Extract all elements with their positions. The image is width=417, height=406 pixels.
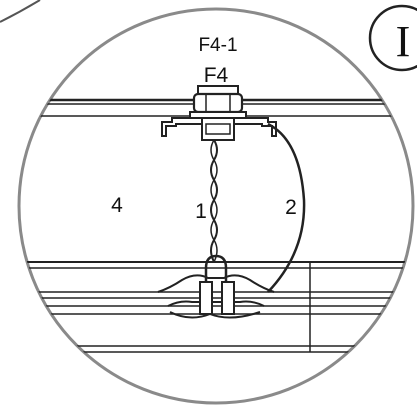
detail-marker: I xyxy=(368,4,417,72)
lower-clamp-left-post xyxy=(199,281,213,315)
label-f4-1: F4-1 xyxy=(198,35,237,56)
fastener-assembly xyxy=(189,85,247,141)
section-geometry xyxy=(20,85,413,353)
top-clip-profile xyxy=(161,117,277,137)
washer-top xyxy=(197,85,239,95)
label-part-2: 2 xyxy=(285,196,297,219)
adjacent-detail-arc xyxy=(0,0,41,23)
lower-clamp-top xyxy=(157,274,275,293)
lower-clamp-mid xyxy=(167,300,265,307)
curved-member-part-2 xyxy=(267,122,306,293)
detail-marker-label: I xyxy=(396,17,411,66)
eyelet-hook xyxy=(204,254,228,282)
label-f4: F4 xyxy=(204,64,229,87)
wire-part-1-twist xyxy=(210,139,218,263)
label-part-1: 1 xyxy=(195,200,207,223)
nut xyxy=(192,92,244,114)
detail-marker-circle xyxy=(368,4,417,72)
label-part-4: 4 xyxy=(111,194,123,217)
lower-clamp-right-post xyxy=(221,281,235,315)
